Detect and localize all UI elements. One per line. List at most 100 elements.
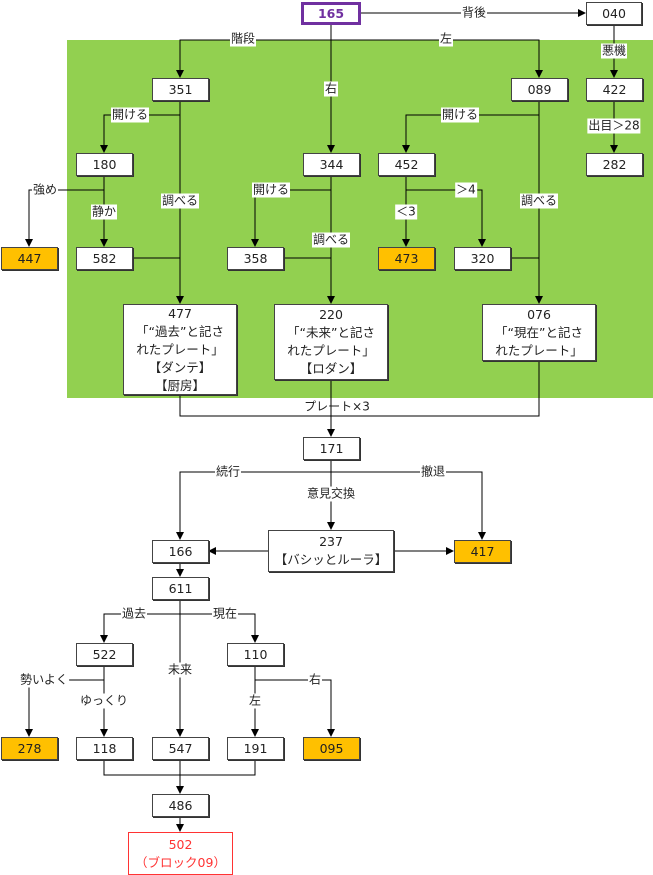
edge-label-open-344: 開ける [251,182,291,198]
node-id: 076 [527,306,551,322]
edge-label-left: 左 [438,31,454,47]
node-282: 282 [586,153,643,176]
node-id: 452 [394,156,419,172]
node-id: 351 [168,81,193,97]
edge-label-open-351: 開ける [110,107,150,123]
node-text: 【バシッとルーラ】 [274,552,388,567]
node-452: 452 [378,153,435,176]
node-220: 220 「“未来”と記さ れたプレート」 【ロダン】 [274,304,388,380]
node-text: 【ダンテ】 [148,359,212,375]
node-text: 「“過去”と記さ [136,323,224,339]
node-text: 【ロダン】 [299,361,363,376]
node-id: 191 [243,740,268,756]
node-422: 422 [586,78,643,101]
edge-611-110 [180,613,259,643]
node-id: 320 [470,250,495,266]
node-id: 165 [317,5,345,21]
node-id: 237 [319,534,343,549]
node-110: 110 [227,643,284,666]
edge-label-right-110: 右 [307,672,323,688]
node-180: 180 [76,153,133,176]
node-id: 611 [168,580,193,596]
edge-label-left-110: 左 [247,693,263,709]
node-522: 522 [76,643,133,666]
node-id: 344 [319,156,344,172]
node-id: 547 [168,740,193,756]
edge-label-quiet: 静か [90,204,118,220]
edge-label-present: 現在 [211,606,239,622]
node-237: 237 【バシッとルーラ】 [268,530,394,572]
node-text: （ブロック09） [135,854,226,870]
node-502: 502 （ブロック09） [128,832,233,875]
node-166: 166 [152,540,209,563]
edge-label-dice: 出目＞28 [587,118,641,134]
node-id: 358 [243,250,268,266]
edge-label-future: 未来 [166,662,194,678]
edge-label-open-089: 開ける [440,107,480,123]
node-171: 171 [303,437,360,460]
edge-label-vigorous: 勢いよく [19,672,69,688]
node-076: 076 「“現在”と記さ れたプレート」 [482,304,596,361]
node-477: 477 「“過去”と記さ れたプレート」 【ダンテ】 【厨房】 [123,304,237,395]
node-id: 089 [527,81,552,97]
edge-171-417 [331,471,486,540]
edge-110-095 [255,679,335,737]
edge-165-089 [331,39,543,78]
edge-label-examine-351: 調べる [160,193,200,209]
node-text: れたプレート」 [495,342,583,358]
node-344: 344 [303,153,360,176]
edge-label-examine-344: 調べる [311,232,351,248]
node-id: 171 [319,440,344,456]
node-473: 473 [378,247,435,270]
node-278: 278 [1,737,58,760]
node-447: 447 [1,247,58,270]
node-text: 【厨房】 [154,377,205,393]
edge-label-plates: プレート×3 [304,399,370,414]
node-118: 118 [76,737,133,760]
node-351: 351 [152,78,209,101]
edge-477-merge [179,360,540,417]
edge-label-discuss: 意見交換 [305,486,357,502]
node-id: 220 [319,307,343,322]
node-text: 「“未来”と記さ [287,325,375,340]
edge-label-examine-089: 調べる [519,193,559,209]
node-486: 486 [152,794,209,817]
edge-label-past: 過去 [120,606,148,622]
node-089: 089 [511,78,568,101]
node-040: 040 [586,2,642,25]
node-191: 191 [227,737,284,760]
node-id: 118 [92,740,117,756]
node-id: 166 [168,543,193,559]
node-611: 611 [152,577,209,600]
node-id: 522 [92,646,117,662]
node-id: 486 [168,797,193,813]
node-id: 417 [470,543,495,559]
node-165: 165 [301,2,361,25]
node-id: 095 [319,740,344,756]
edge-label-retreat: 撤退 [419,464,447,480]
edge-label-slowly: ゆっくり [78,693,130,709]
node-id: 282 [602,156,627,172]
node-id: 422 [602,81,627,97]
node-id: 582 [92,250,117,266]
edge-label-lt3: ＜3 [395,204,417,220]
node-id: 447 [17,250,42,266]
edge-label-back: 背後 [460,5,488,21]
edge-label-gt4: ＞4 [455,182,477,198]
edge-label-right: 右 [323,81,339,97]
node-text: れたプレート」 [136,341,224,357]
node-id: 477 [168,305,192,321]
edge-label-strong: 強め [31,182,59,198]
node-text: 「“現在”と記さ [495,324,583,340]
node-text: れたプレート」 [287,343,375,358]
edge-452-320 [406,189,486,247]
edge-label-evil: 悪機 [600,43,628,59]
node-358: 358 [227,247,284,270]
node-id: 473 [394,250,419,266]
node-id: 180 [92,156,117,172]
node-id: 040 [602,5,626,21]
node-id: 502 [168,836,193,852]
node-547: 547 [152,737,209,760]
edge-label-continue: 続行 [214,464,242,480]
edge-label-stairs: 階段 [229,31,257,47]
